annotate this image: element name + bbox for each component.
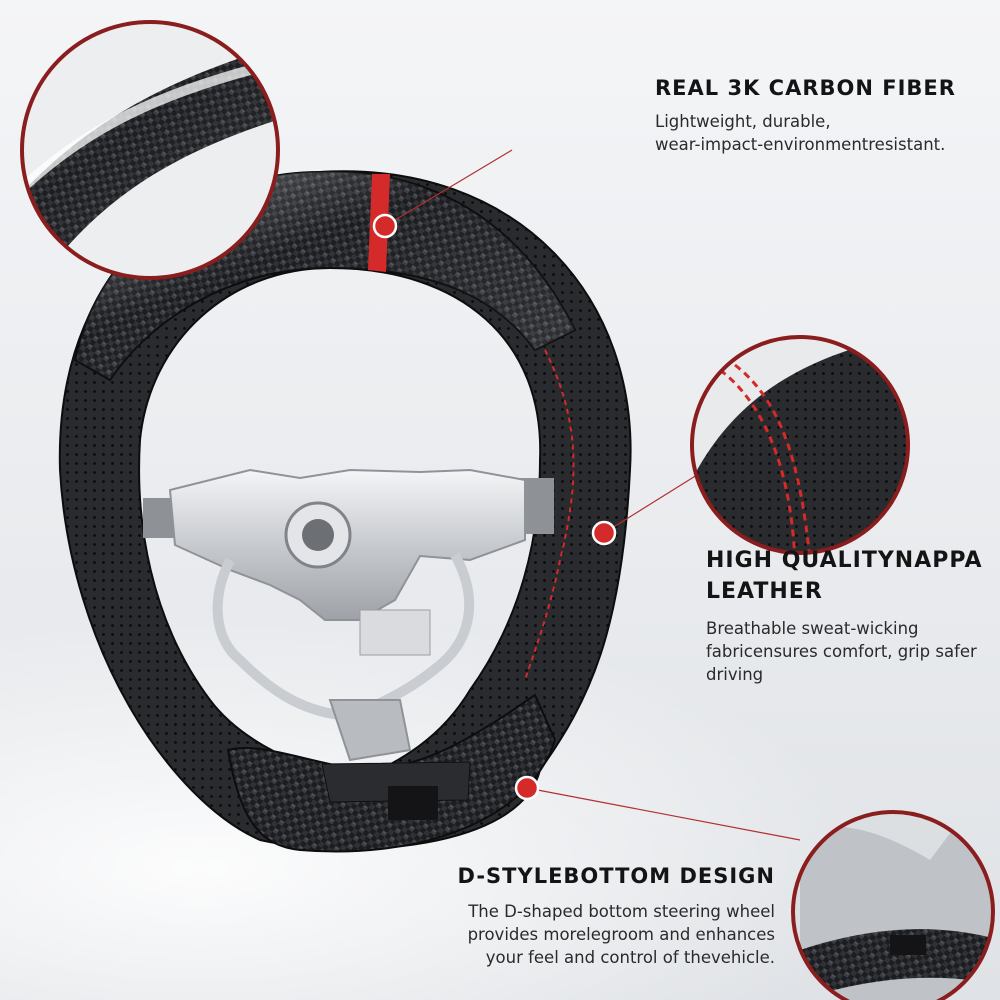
red-stitching <box>524 349 575 681</box>
zoom-bottom <box>791 810 995 1000</box>
feature-bottom: D-STYLEBOTTOM DESIGN The D-shaped bottom… <box>445 862 776 969</box>
aluminum-frame <box>168 468 526 762</box>
zoom-leather <box>690 335 910 555</box>
feature-bottom-desc: The D-shaped bottom steering wheel provi… <box>467 902 775 967</box>
feature-bottom-title: D-STYLEBOTTOM DESIGN <box>457 864 775 888</box>
feature-carbon-desc: Lightweight, durable, wear-impact-enviro… <box>655 112 946 154</box>
callout-markers <box>372 213 617 801</box>
feature-leather-desc: Breathable sweat-wicking fabricensures c… <box>706 619 977 684</box>
feature-carbon: REAL 3K CARBON FIBER Lightweight, durabl… <box>655 74 995 156</box>
marker-carbon <box>372 213 398 239</box>
callout-connectors <box>384 149 801 841</box>
zoom-carbon <box>20 20 280 280</box>
marker-leather <box>591 520 617 546</box>
marker-bottom <box>514 775 540 801</box>
feature-leather: HIGH QUALITYNAPPA LEATHER Breathable swe… <box>706 545 996 686</box>
bottom-emblem-slot <box>388 786 438 820</box>
feature-leather-title: HIGH QUALITYNAPPA LEATHER <box>706 548 983 604</box>
feature-carbon-title: REAL 3K CARBON FIBER <box>655 76 956 100</box>
